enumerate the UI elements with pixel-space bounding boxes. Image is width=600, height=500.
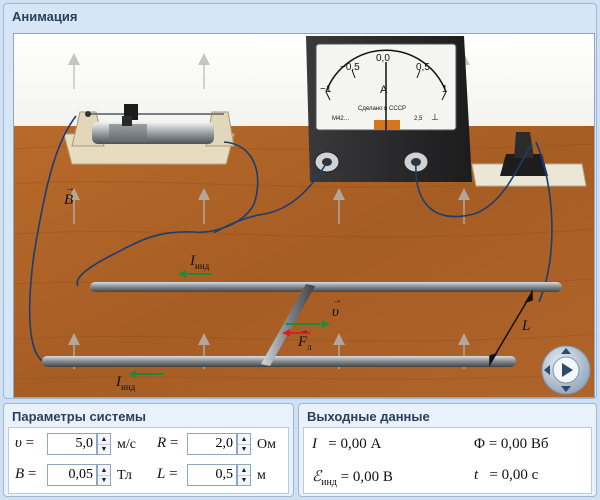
param-R-input[interactable]	[187, 433, 237, 455]
ammeter-maker: Сделано в СССР	[358, 106, 406, 112]
label-I-bottom: Iинд	[116, 374, 136, 392]
ammeter-scale-m1: −1	[320, 84, 332, 95]
switch	[471, 132, 587, 187]
animation-panel: Анимация	[3, 3, 597, 399]
param-v-up-button[interactable]: ▲	[98, 434, 110, 445]
param-L-down-button[interactable]: ▼	[240, 476, 248, 484]
outputs-panel: Выходные данные I = 0,00 А Φ = 0,00 Вб ℰ…	[298, 403, 597, 497]
animation-title: Анимация	[12, 9, 78, 24]
ammeter-mark-left: М42…	[332, 116, 350, 122]
param-B-unit: Тл	[117, 468, 132, 483]
output-I: I = 0,00 А	[312, 436, 382, 452]
params-body: υ = ▲ ▼ м/с R = ▲ ▼ Ом B = ▲ ▼ Т	[8, 427, 289, 494]
ammeter	[306, 36, 472, 182]
playback-control[interactable]	[541, 345, 591, 395]
param-R-down-button[interactable]: ▼	[240, 445, 248, 453]
param-v-input[interactable]	[47, 433, 97, 455]
label-L: L	[522, 318, 531, 334]
ammeter-unit: A	[380, 84, 388, 96]
ammeter-mark-sym: ⊥	[431, 112, 439, 122]
param-B-spinner[interactable]: ▲ ▼	[47, 464, 111, 486]
param-v-down-button[interactable]: ▼	[100, 445, 108, 453]
output-t: t = 0,00 с	[474, 467, 539, 483]
rails	[42, 282, 562, 367]
param-R-label: R =	[157, 435, 179, 451]
param-R-up-button[interactable]: ▲	[238, 434, 250, 445]
param-L-unit: м	[257, 468, 266, 483]
label-I-top: Iинд	[190, 253, 210, 271]
label-v: →υ	[332, 295, 342, 320]
params-title: Параметры системы	[12, 409, 147, 424]
param-R-unit: Ом	[257, 437, 276, 452]
ammeter-scale-1: 1	[442, 84, 448, 95]
length-dimension	[489, 289, 533, 367]
output-E: ℰинд = 0,00 В	[312, 469, 393, 488]
param-B-label: B =	[15, 466, 37, 482]
ammeter-mark-right: 2,5	[414, 116, 423, 122]
param-B-down-button[interactable]: ▼	[100, 476, 108, 484]
ammeter-scale-m05: −0,5	[340, 62, 360, 73]
param-v-label: υ =	[15, 435, 35, 451]
param-L-up-button[interactable]: ▲	[238, 465, 250, 476]
param-B-up-button[interactable]: ▲	[98, 465, 110, 476]
param-B-input[interactable]	[47, 464, 97, 486]
param-R-spinner[interactable]: ▲ ▼	[187, 433, 251, 455]
label-B: →B	[64, 183, 75, 208]
params-panel: Параметры системы υ = ▲ ▼ м/с R = ▲ ▼ Ом…	[3, 403, 294, 497]
ammeter-scale-05: 0,5	[416, 62, 430, 73]
rheostat	[63, 104, 235, 165]
output-Phi: Φ = 0,00 Вб	[474, 436, 549, 452]
param-v-spinner[interactable]: ▲ ▼	[47, 433, 111, 455]
param-v-unit: м/с	[117, 437, 136, 452]
outputs-title: Выходные данные	[307, 409, 430, 424]
param-L-input[interactable]	[187, 464, 237, 486]
label-F: →Fл	[298, 325, 312, 352]
ammeter-scale-0: 0,0	[376, 53, 390, 64]
outputs-body: I = 0,00 А Φ = 0,00 Вб ℰинд = 0,00 В t =…	[303, 427, 592, 494]
animation-canvas: −1 −0,5 0,0 0,5 1 A Сделано в СССР М42… …	[13, 33, 595, 398]
current-arrows	[128, 270, 212, 378]
param-L-spinner[interactable]: ▲ ▼	[187, 464, 251, 486]
param-L-label: L =	[157, 466, 178, 482]
